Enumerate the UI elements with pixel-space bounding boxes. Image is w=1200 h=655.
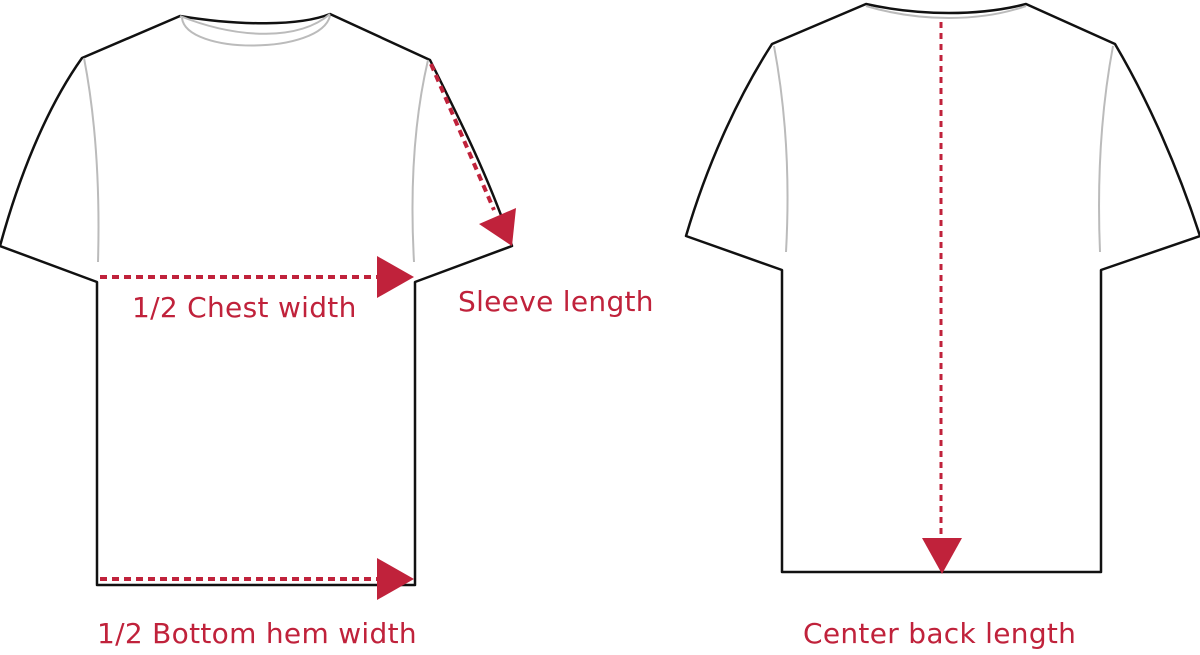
front-right-armhole-seam — [411, 59, 429, 263]
center-back-arrowhead — [922, 538, 962, 574]
chest-width-arrowhead — [377, 256, 414, 298]
sleeve-length-arrowhead — [479, 208, 516, 246]
back-collar — [865, 5, 1027, 19]
front-collar-inner — [179, 13, 331, 35]
back-right-armhole-seam — [1098, 45, 1114, 253]
bottom-hem-arrowhead — [377, 558, 414, 600]
center-back-length-label: Center back length — [803, 617, 1077, 650]
sleeve-length-label: Sleeve length — [458, 285, 654, 318]
front-left-armhole-seam — [83, 57, 100, 263]
front-collar — [181, 15, 331, 47]
sleeve-length-measure-line — [429, 63, 496, 211]
front-tshirt — [0, 12, 516, 600]
back-tshirt — [684, 2, 1200, 574]
chest-width-label: 1/2 Chest width — [132, 291, 357, 324]
back-tshirt-outline — [684, 2, 1200, 574]
back-left-armhole-seam — [773, 45, 789, 253]
bottom-hem-width-label: 1/2 Bottom hem width — [97, 617, 417, 650]
front-tshirt-outline — [0, 12, 514, 587]
